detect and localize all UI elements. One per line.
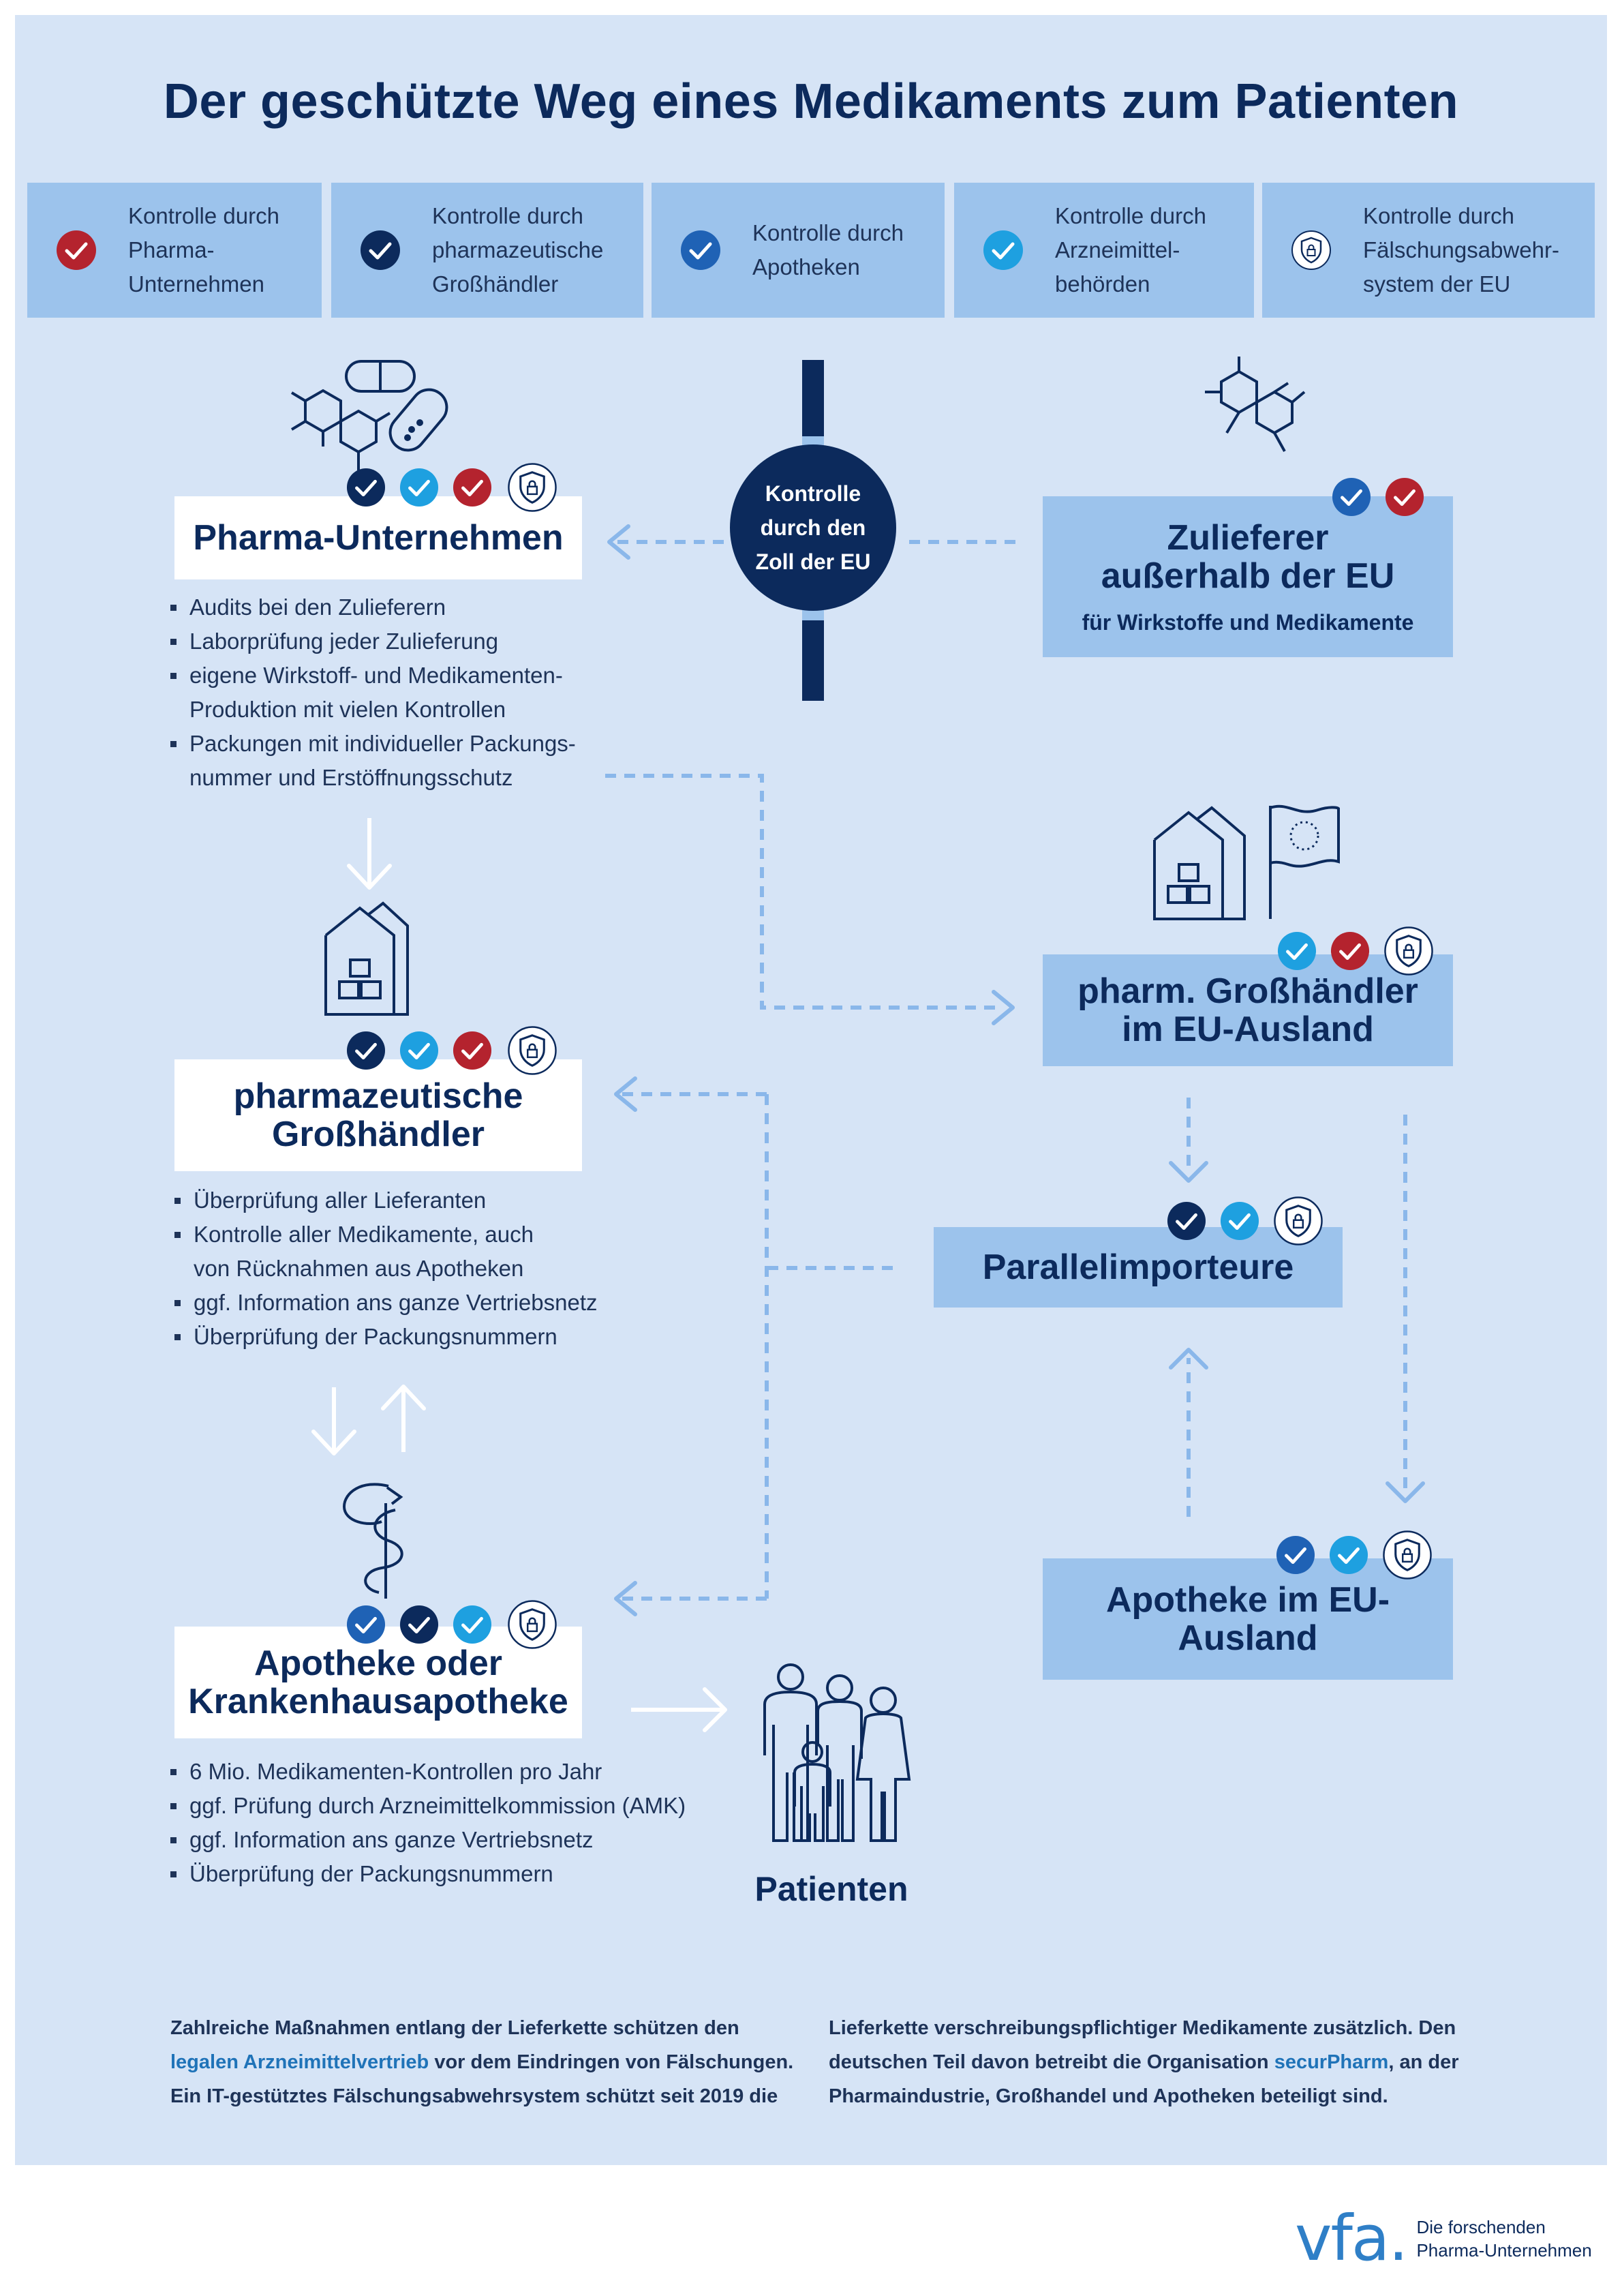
grosshaendler-bullets: Überprüfung aller Lieferanten Kontrolle … [174,1183,598,1354]
pharma-label: Pharma-Unternehmen [193,518,564,558]
legend-behoerden: Kontrolle durch Arzneimittel- behörden [954,183,1254,318]
list-item: ggf. Information ans ganze Vertriebsnetz [174,1286,598,1320]
footer-left-line1: Zahlreiche Maßnahmen entlang der Lieferk… [170,2017,739,2039]
apotheke-eu-box: Apotheke im EU- Ausland [1043,1558,1453,1680]
page-title: Der geschützte Weg eines Medikaments zum… [163,74,1459,129]
zulieferer-sub: für Wirkstoffe und Medikamente [1082,609,1414,635]
legal-distribution-link[interactable]: legalen Arzneimittelvertrieb [170,2051,429,2073]
grosshaendler-box: pharmazeutische Großhändler [174,1059,582,1171]
footer-right-line2: deutschen Teil davon betreibt die Organi… [829,2051,1274,2073]
parallel-label: Parallelimporteure [982,1248,1294,1287]
list-item: Überprüfung aller Lieferanten [174,1183,598,1218]
parallel-box: Parallelimporteure [934,1227,1343,1308]
legend-eu-system: Kontrolle durch Fälschungsabwehr- system… [1262,183,1595,318]
gross-eu-label: pharm. Großhändler im EU-Ausland [1077,971,1418,1049]
gross-eu-box: pharm. Großhändler im EU-Ausland [1043,954,1453,1066]
cyan-check-icon [1329,1535,1368,1575]
list-item: eigene Wirkstoff- und Medikamenten- Prod… [170,659,576,727]
cyan-check-icon [1277,931,1317,971]
legend-label: Kontrolle durch Apotheken [752,220,904,280]
cyan-check-icon [1220,1201,1259,1241]
shield-lock-icon [508,1026,557,1075]
footer-right-line3: , an der [1388,2051,1459,2073]
list-item: Audits bei den Zulieferern [170,590,576,624]
red-check-icon [1385,477,1424,517]
legend-label: Kontrolle durch Pharma- Unternehmen [128,203,279,297]
cyan-check-icon [399,468,439,507]
blue-check-icon [346,1605,386,1644]
patients-label: Patienten [754,1870,908,1908]
blue-check-icon [681,230,720,270]
red-check-icon [453,1031,492,1070]
navy-check-icon [346,1031,386,1070]
apotheke-label: Apotheke oder Krankenhausapotheke [188,1644,568,1721]
shield-lock-icon [508,463,557,512]
footer-right: Lieferkette verschreibungspflichtiger Me… [829,2011,1469,2113]
apotheke-bullets: 6 Mio. Medikamenten-Kontrollen pro Jahr … [170,1755,686,1891]
vfa-logo: vfa. Die forschenden Pharma-Unternehmen [1295,2202,1592,2275]
shield-lock-icon [1384,926,1433,976]
apotheke-eu-label: Apotheke im EU- Ausland [1105,1580,1390,1658]
list-item: ggf. Information ans ganze Vertriebsnetz [170,1823,686,1857]
legend-pharma: Kontrolle durch Pharma- Unternehmen [27,183,322,318]
zulieferer-label: Zulieferer außerhalb der EU [1101,517,1395,596]
legend-grosshaendler: Kontrolle durch pharmazeutische Großhänd… [331,183,643,318]
red-check-icon [57,230,96,270]
cyan-check-icon [399,1031,439,1070]
list-item: Kontrolle aller Medikamente, auch von Rü… [174,1218,598,1286]
red-check-icon [453,468,492,507]
apotheke-box: Apotheke oder Krankenhausapotheke [174,1627,582,1738]
pharma-box: Pharma-Unternehmen [174,496,582,579]
securpharm-link[interactable]: securPharm [1274,2051,1389,2073]
shield-lock-icon [1274,1196,1323,1245]
shield-lock-icon [1383,1530,1432,1580]
shield-lock-icon [508,1600,557,1649]
legend-label: Kontrolle durch Fälschungsabwehr- system… [1363,203,1559,297]
shield-lock-icon [1291,230,1331,270]
legend-apotheken: Kontrolle durch Apotheken [652,183,945,318]
navy-check-icon [1167,1201,1206,1241]
blue-check-icon [1276,1535,1315,1575]
footer-right-line4: Pharmaindustrie, Großhandel und Apotheke… [829,2085,1388,2107]
zulieferer-box: Zulieferer außerhalb der EU für Wirkstof… [1043,496,1453,657]
cyan-check-icon [983,230,1023,270]
footer-left-line3: Ein IT-gestütztes Fälschungsabwehrsystem… [170,2085,778,2107]
blue-check-icon [1332,477,1371,517]
list-item: 6 Mio. Medikamenten-Kontrollen pro Jahr [170,1755,686,1789]
list-item: ggf. Prüfung durch Arzneimittelkommissio… [170,1789,686,1823]
navy-check-icon [399,1605,439,1644]
pharma-bullets: Audits bei den Zulieferern Laborprüfung … [170,590,576,795]
list-item: Packungen mit individueller Packungs- nu… [170,727,576,795]
logo-text: Die forschenden Pharma-Unternehmen [1416,2216,1592,2261]
list-item: Überprüfung der Packungsnummern [170,1857,686,1891]
legend-label: Kontrolle durch pharmazeutische Großhänd… [432,203,604,297]
customs-circle: Kontrolle durch den Zoll der EU [730,444,896,611]
legend-label: Kontrolle durch Arzneimittel- behörden [1055,203,1206,297]
cyan-check-icon [453,1605,492,1644]
navy-check-icon [346,468,386,507]
footer-left-line2: vor dem Eindringen von Fälschungen. [429,2051,794,2073]
list-item: Überprüfung der Packungsnummern [174,1320,598,1354]
grosshaendler-label: pharmazeutische Großhändler [233,1076,523,1154]
red-check-icon [1330,931,1370,971]
navy-check-icon [361,230,400,270]
logo-mark: vfa. [1295,2202,1408,2275]
footer-right-line1: Lieferkette verschreibungspflichtiger Me… [829,2017,1456,2039]
list-item: Laborprüfung jeder Zulieferung [170,624,576,659]
footer-left: Zahlreiche Maßnahmen entlang der Lieferk… [170,2011,811,2113]
